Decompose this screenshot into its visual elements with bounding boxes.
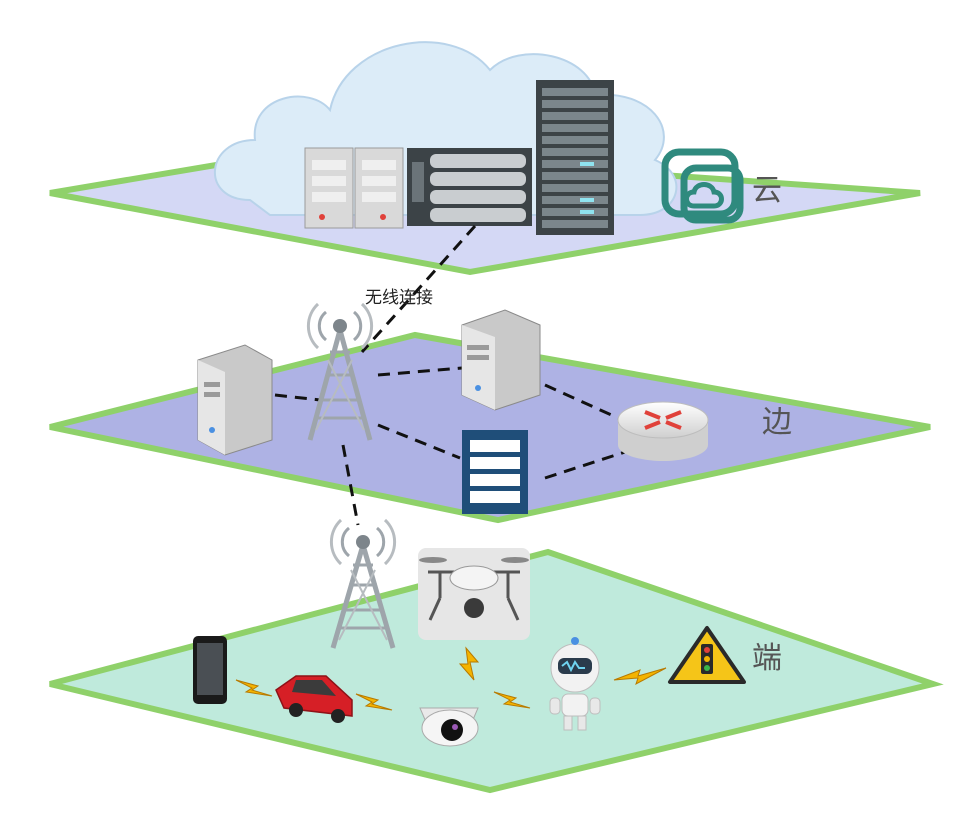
cell-tower-icon [306, 302, 374, 441]
lightning-bolt-icon [235, 679, 273, 697]
connection-lines [274, 224, 626, 526]
robot-icon [549, 637, 601, 731]
edge-link-line [274, 393, 321, 402]
tower-server-icon [461, 309, 541, 411]
edge-layer-label: 边 [762, 405, 792, 440]
router-icon [617, 401, 709, 461]
edge-link-line [544, 450, 626, 480]
cloud-layer-label: 云 [752, 173, 782, 208]
lightning-bolts [235, 646, 667, 711]
cloud-service-icon [661, 148, 744, 224]
rack-server-icon [462, 430, 528, 514]
wireless-connection-label: 无线连接 [365, 288, 433, 308]
tower-server-icon [354, 147, 404, 229]
edge-link-line [377, 423, 461, 460]
tower-link-line [341, 444, 360, 526]
lightning-bolt-icon [458, 646, 480, 681]
wireless-link-line [360, 224, 477, 354]
edge-link-line [544, 383, 619, 420]
blade-server-icon [407, 148, 532, 226]
lightning-bolt-icon [355, 693, 393, 711]
drone-icon [418, 548, 530, 640]
smartphone-icon [193, 636, 227, 704]
lightning-bolt-icon [493, 691, 531, 709]
end-layer-label: 端 [752, 641, 782, 676]
edge-link-line [377, 366, 463, 377]
camera-icon [419, 707, 479, 747]
rack-server-icon [536, 80, 614, 235]
traffic-light-icon [668, 626, 746, 684]
end-plane [49, 548, 944, 794]
cell-tower-icon [329, 518, 397, 649]
tower-server-icon [304, 147, 354, 229]
end-layer: 端 [49, 548, 944, 794]
lightning-bolt-icon [613, 667, 667, 686]
car-icon [275, 675, 353, 723]
cloud-layer: 云 [49, 41, 921, 276]
tower-server-icon [197, 344, 273, 456]
